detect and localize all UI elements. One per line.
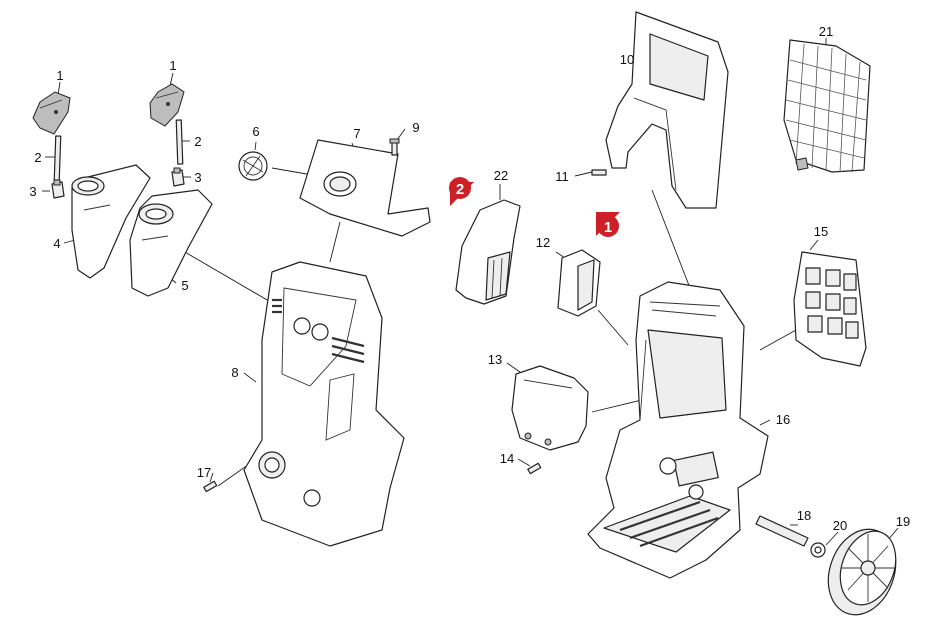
screw-top-cover <box>389 138 400 156</box>
axle <box>755 515 809 547</box>
hose-holder <box>455 199 521 305</box>
callout-5: 5 <box>181 278 188 293</box>
rear-grille <box>793 251 867 367</box>
callout-19: 19 <box>896 514 910 529</box>
callout-20: 20 <box>833 518 847 533</box>
callout-labels: 1 1 2 2 3 3 4 5 6 7 8 9 10 11 12 13 14 1… <box>29 24 910 533</box>
gun-holder <box>71 164 151 279</box>
wheel <box>827 528 897 616</box>
callout-1-right: 1 <box>169 58 176 73</box>
rear-grille-slots <box>805 267 859 339</box>
callout-3-left: 3 <box>29 184 36 199</box>
marker-2-number: 2 <box>456 181 464 198</box>
marker-2: 2 <box>449 177 474 206</box>
front-housing <box>243 261 405 547</box>
pin-left <box>53 135 62 181</box>
callout-1-left: 1 <box>56 68 63 83</box>
callout-6: 6 <box>252 124 259 139</box>
cover-13 <box>511 365 589 451</box>
hose-clip <box>557 249 601 317</box>
pin-right <box>175 119 184 165</box>
callout-16: 16 <box>776 412 790 427</box>
callout-14: 14 <box>500 451 514 466</box>
top-cover <box>299 139 431 237</box>
callout-11: 11 <box>555 169 569 184</box>
callout-12: 12 <box>536 235 550 250</box>
callout-7: 7 <box>353 126 360 141</box>
handle <box>605 11 729 209</box>
screw-handle <box>591 169 607 176</box>
base-treads <box>619 500 719 548</box>
callout-2-left: 2 <box>34 150 41 165</box>
marker-1: 1 <box>596 212 620 237</box>
screw-front <box>203 480 218 493</box>
callout-2-right: 2 <box>194 134 201 149</box>
washer <box>810 542 826 558</box>
knob <box>238 151 268 181</box>
callout-10: 10 <box>620 52 634 67</box>
screw-cover-13 <box>527 462 542 475</box>
clip-right <box>171 167 185 187</box>
marker-1-number: 1 <box>604 219 612 236</box>
trigger-cover-left <box>32 91 71 135</box>
callout-18: 18 <box>797 508 811 523</box>
callout-8: 8 <box>231 365 238 380</box>
callout-21: 21 <box>819 24 833 39</box>
callout-17: 17 <box>197 465 211 480</box>
accessory-bag <box>783 39 871 173</box>
gun-holder-alt <box>129 189 213 297</box>
clip-left <box>51 179 65 199</box>
base-frame <box>587 281 769 579</box>
callout-4: 4 <box>53 236 60 251</box>
callout-22: 22 <box>494 168 508 183</box>
callout-13: 13 <box>488 352 502 367</box>
housing-vent-slots <box>272 298 365 364</box>
callout-3-right: 3 <box>194 170 201 185</box>
callout-9: 9 <box>412 120 419 135</box>
trigger-cover-right <box>149 83 185 127</box>
callout-15: 15 <box>814 224 828 239</box>
